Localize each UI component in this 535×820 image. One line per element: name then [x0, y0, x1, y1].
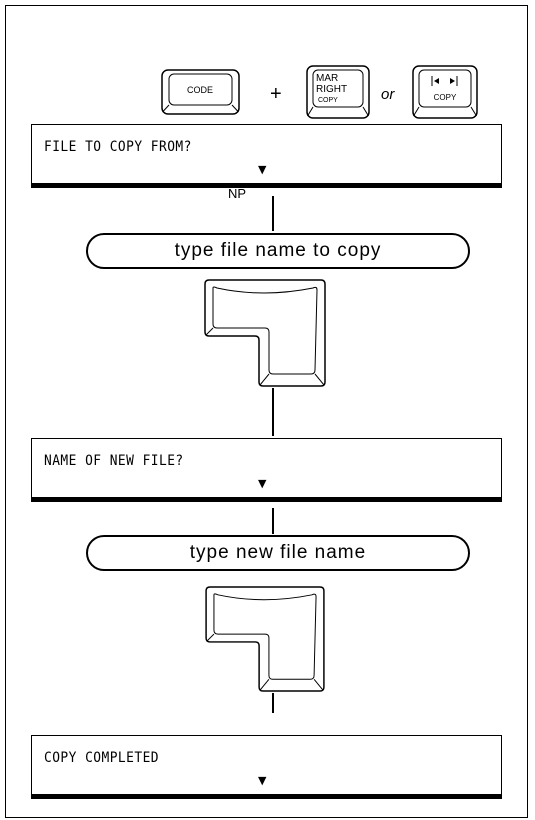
cursor-icon: ▼ — [258, 774, 267, 787]
diagram-frame — [5, 5, 528, 818]
action-type-file-name: type file name to copy — [86, 233, 470, 269]
copy-key-label: COPY — [434, 93, 457, 102]
cursor-icon: ▼ — [258, 477, 267, 490]
or-text: or — [381, 86, 395, 103]
np-label: NP — [228, 186, 247, 201]
connector-line — [272, 388, 274, 436]
display-text: FILE TO COPY FROM? — [44, 139, 192, 155]
copy-key-sublabel: COPY — [318, 97, 338, 104]
mar-key-label: MAR — [316, 73, 338, 84]
connector-line — [272, 693, 274, 713]
plus-sign: + — [270, 83, 282, 105]
cursor-icon: ▼ — [258, 163, 267, 176]
connector-line — [272, 508, 274, 534]
display-file-to-copy: FILE TO COPY FROM? ▼ — [31, 124, 502, 188]
right-key-label: RIGHT — [316, 84, 347, 95]
return-key-icon — [205, 586, 325, 692]
copy-key-icon: COPY — [412, 65, 478, 119]
connector-line — [272, 196, 274, 231]
display-copy-completed: COPY COMPLETED ▼ — [31, 735, 502, 799]
return-key-icon — [204, 279, 326, 387]
display-text: NAME OF NEW FILE? — [44, 453, 184, 469]
display-name-of-new-file: NAME OF NEW FILE? ▼ — [31, 438, 502, 502]
action-type-new-file-name: type new file name — [86, 535, 470, 571]
code-key-icon: CODE — [161, 69, 240, 115]
code-key-label: CODE — [187, 85, 213, 95]
display-text: COPY COMPLETED — [44, 750, 160, 766]
mar-right-copy-key-icon: MAR RIGHT COPY — [306, 65, 370, 119]
